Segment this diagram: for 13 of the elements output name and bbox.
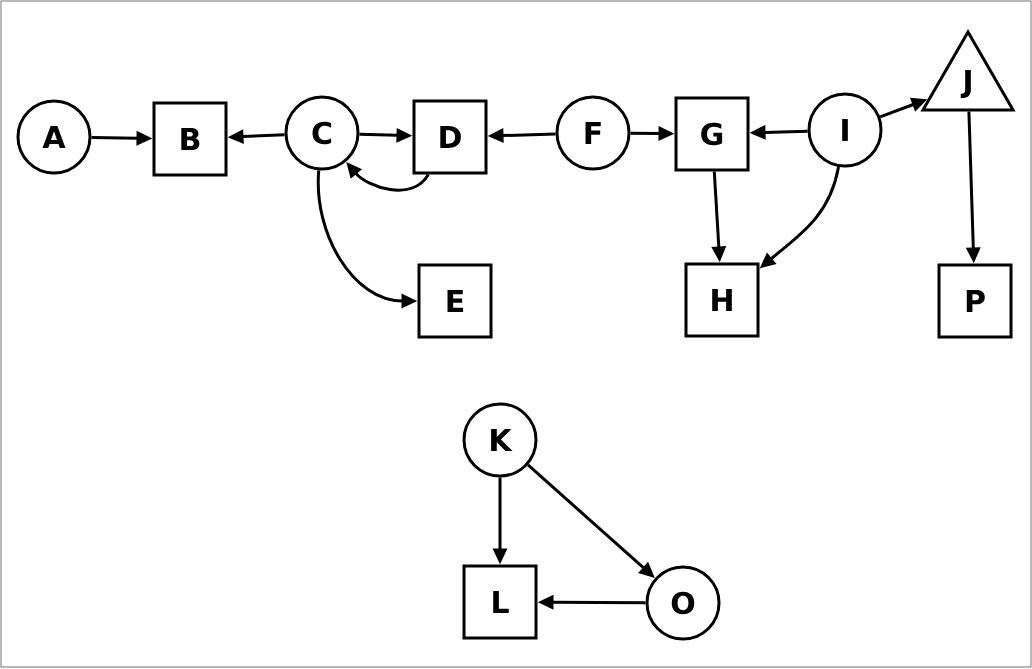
circle-node: A [16,99,92,175]
square-box: B [152,101,228,177]
circle-node: O [645,565,721,641]
square-box: L [462,564,538,640]
circle-node: I [807,92,883,168]
square-box: D [412,99,488,175]
circle-node: C [284,95,360,171]
square-box: E [417,263,493,339]
circle-node: K [462,402,538,478]
square-box: P [937,263,1013,339]
square-box: G [674,96,750,172]
circle-node: F [555,95,631,171]
square-box: H [684,262,760,338]
